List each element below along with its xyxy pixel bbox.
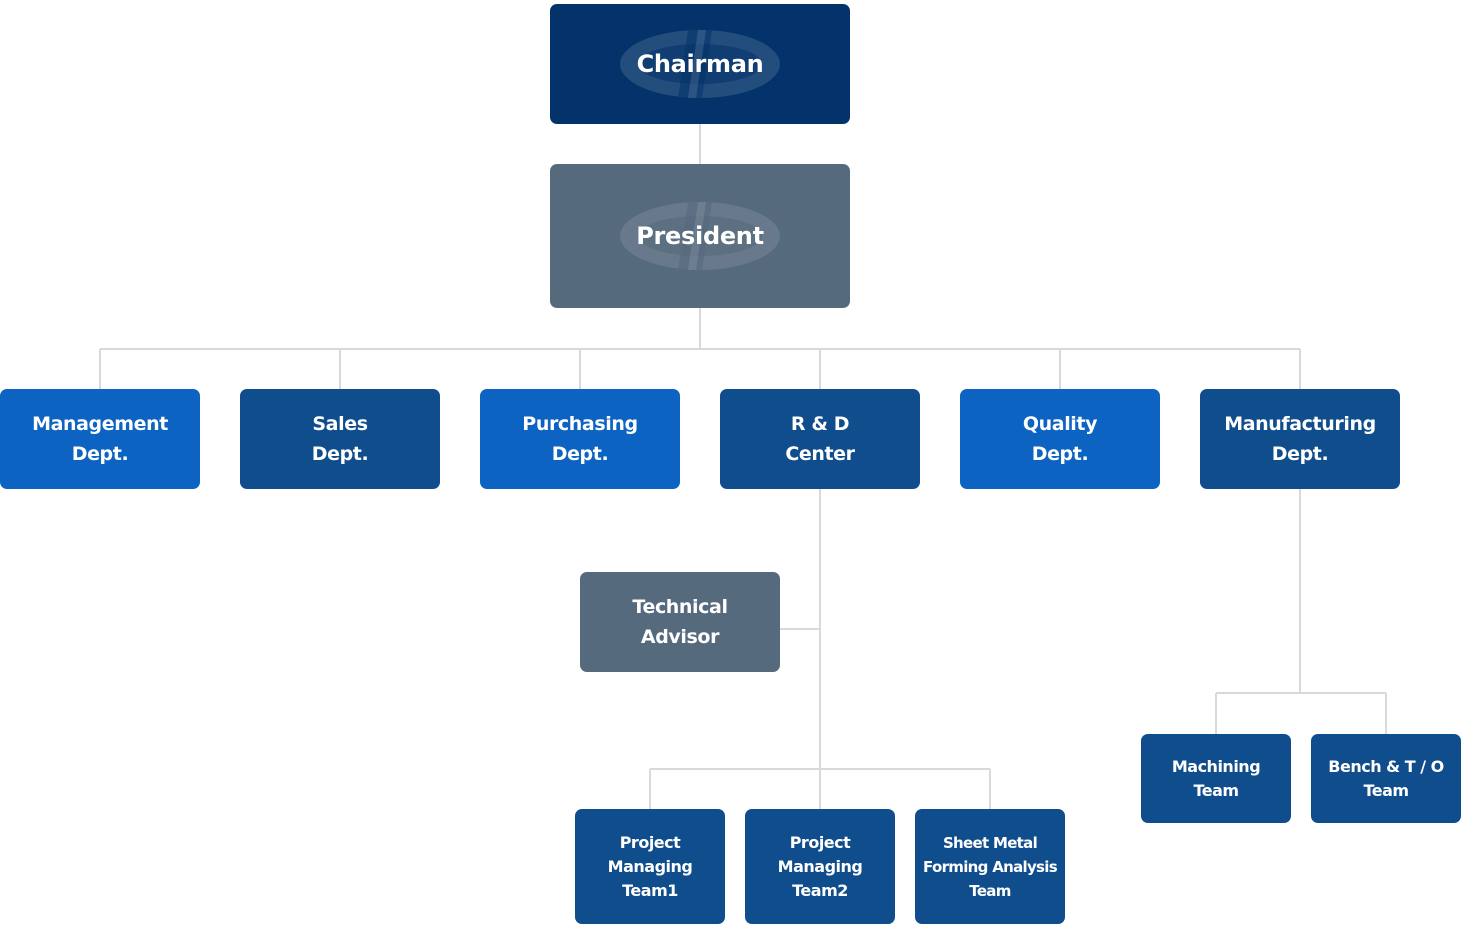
chairman-label: Chairman [636, 50, 764, 78]
emblem-logo-icon [620, 202, 780, 270]
chairman-box: Chairman [550, 4, 850, 124]
president-box: President [550, 164, 850, 308]
president-label: President [636, 222, 764, 250]
emblem-logo-icon [620, 30, 780, 98]
